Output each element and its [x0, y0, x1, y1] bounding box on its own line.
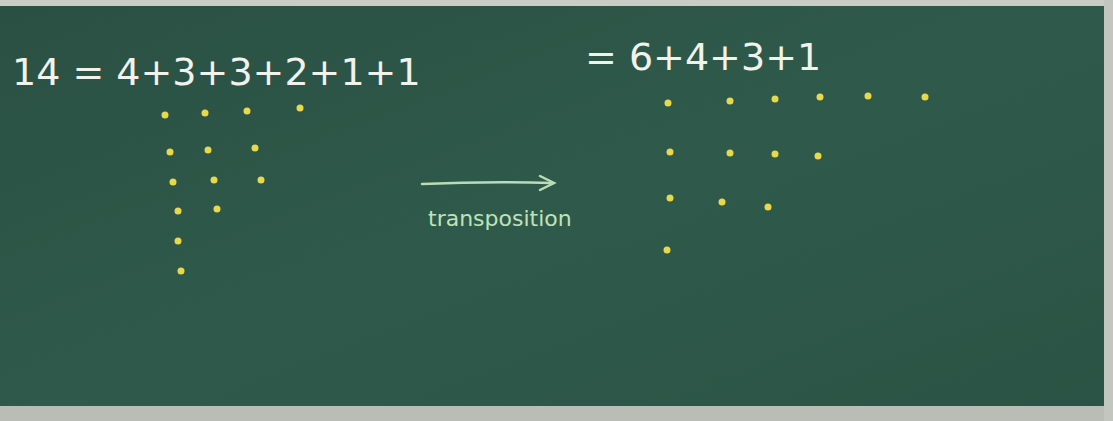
- board-frame-top: [0, 0, 1113, 6]
- partition-equation: 14 = 4+3+3+2+1+1: [12, 50, 421, 94]
- conjugate-partition: = 6+4+3+1: [585, 35, 821, 79]
- arrow-label: transposition: [428, 206, 572, 231]
- chalk-tray: [0, 406, 1113, 421]
- board-frame-right: [1104, 0, 1113, 421]
- left-dots: [162, 105, 304, 275]
- right-dots: [664, 93, 929, 254]
- transposition-arrow: [422, 176, 554, 190]
